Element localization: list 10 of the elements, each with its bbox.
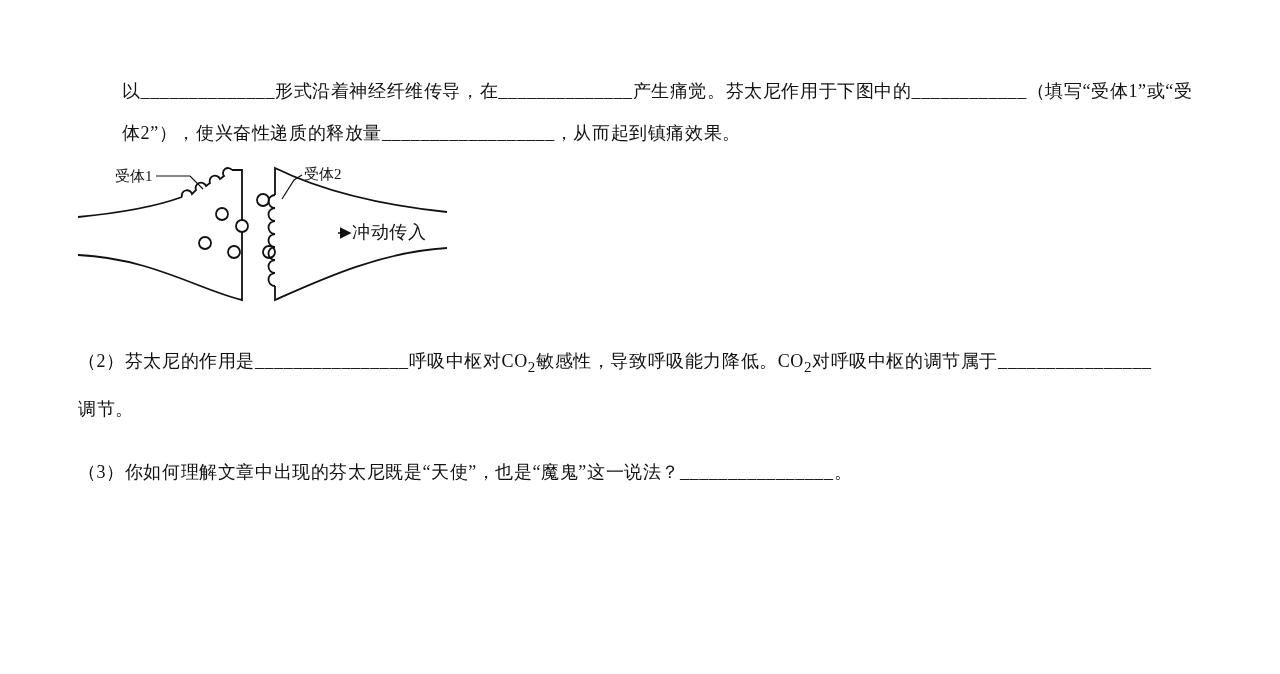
receptor-site: [267, 194, 276, 287]
leader-line: [155, 175, 204, 190]
receptor-label: 受体2: [304, 166, 342, 182]
impulse-label: 冲动传入: [352, 222, 427, 242]
question-text: （3）你如何理解文章中出现的芬太尼既是“天使”，也是“魔鬼”这一说法？________________。: [78, 461, 854, 484]
question-text: （2）芬太尼的作用是________________呼吸中枢对CO$_{2}$敏感性，导致呼吸能力降低。CO$_{2}$对呼吸中枢的调节属于________________调节。: [78, 350, 1153, 421]
receptor-site: [180, 167, 233, 198]
question-text: 以______________形式沿着神经纤维传导，在______________产生痛觉。芬太尼作用于下图中的____________（填写“受体1”或“受体2”），使兴奋性递质的释放量__________________，从而起到镇痛效果。: [122, 80, 1194, 145]
leader-line: [281, 174, 303, 200]
receptor-label: 受体1: [115, 168, 153, 184]
